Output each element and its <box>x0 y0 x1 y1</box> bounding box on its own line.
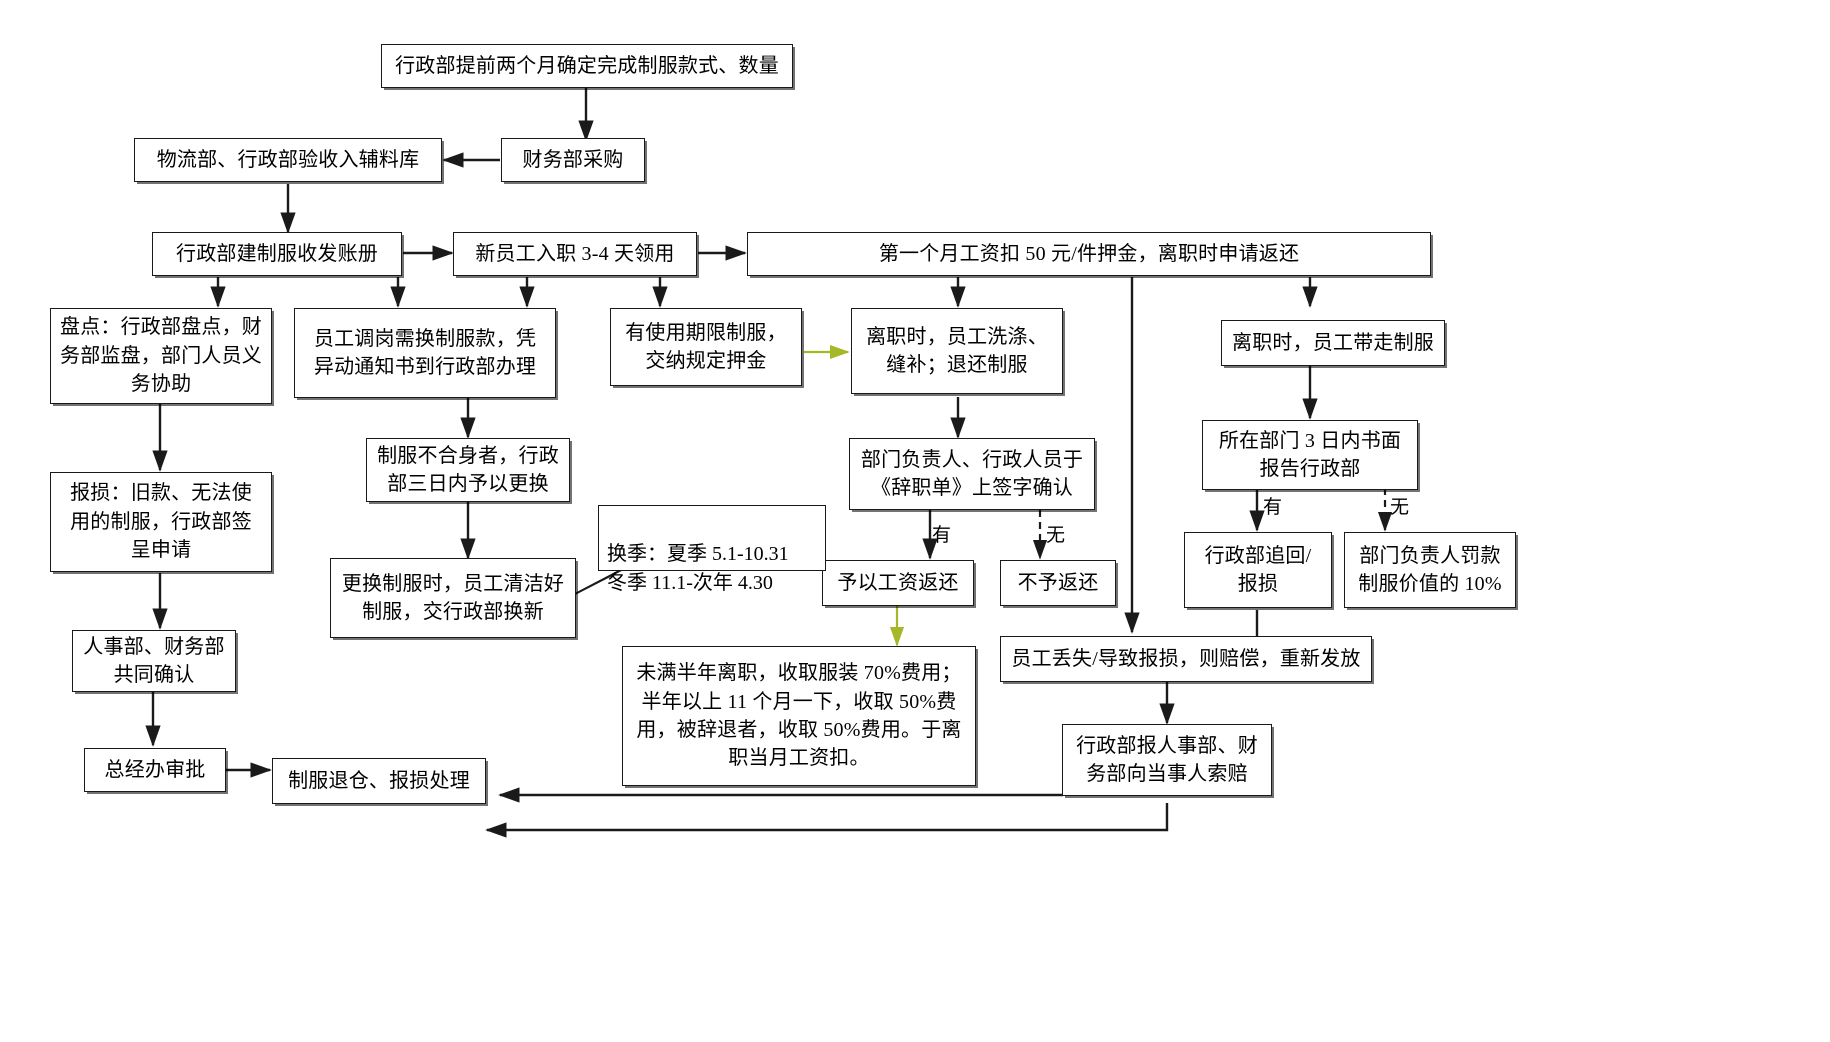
node-admin-determine-style[interactable]: 行政部提前两个月确定完成制服款式、数量 <box>381 44 793 88</box>
node-return-and-scrap[interactable]: 制服退仓、报损处理 <box>272 758 486 804</box>
node-dept-written-report[interactable]: 所在部门 3 日内书面 报告行政部 <box>1202 420 1418 490</box>
edge-label-wu-1: 无 <box>1046 525 1066 546</box>
edge-label-you-1: 有 <box>932 525 952 546</box>
node-admin-recover-scrap[interactable]: 行政部追回/ 报损 <box>1184 532 1332 608</box>
node-resign-fee-rules[interactable]: 未满半年离职，收取服装 70%费用； 半年以上 11 个月一下，收取 50%费 … <box>622 646 976 786</box>
node-resign-wash-repair[interactable]: 离职时，员工洗涤、 缝补；退还制服 <box>851 308 1063 394</box>
node-no-refund[interactable]: 不予返还 <box>1000 560 1116 606</box>
node-manager-penalty[interactable]: 部门负责人罚款 制服价值的 10% <box>1344 532 1516 608</box>
node-logistics-acceptance[interactable]: 物流部、行政部验收入辅料库 <box>134 138 442 182</box>
node-first-month-deposit[interactable]: 第一个月工资扣 50 元/件押金，离职时申请返还 <box>747 232 1431 276</box>
node-finance-purchase[interactable]: 财务部采购 <box>501 138 645 182</box>
node-limited-period-deposit[interactable]: 有使用期限制服， 交纳规定押金 <box>610 308 802 386</box>
node-admin-ledger[interactable]: 行政部建制服收发账册 <box>152 232 402 276</box>
node-scrap-application[interactable]: 报损：旧款、无法使 用的制服，行政部签 呈申请 <box>50 472 272 572</box>
node-loss-compensation[interactable]: 员工丢失/导致报损，则赔偿，重新发放 <box>1000 636 1372 682</box>
callout-season-change[interactable]: 换季：夏季 5.1-10.31 冬季 11.1-次年 4.30 <box>598 505 826 594</box>
node-admin-claim[interactable]: 行政部报人事部、财 务部向当事人索赔 <box>1062 724 1272 796</box>
edge-label-wu-2: 无 <box>1390 497 1410 518</box>
node-inventory-count[interactable]: 盘点：行政部盘点，财 务部监盘，部门人员义 务协助 <box>50 308 272 404</box>
node-new-employee-issue[interactable]: 新员工入职 3-4 天领用 <box>453 232 697 276</box>
node-resign-take-uniform[interactable]: 离职时，员工带走制服 <box>1221 320 1445 366</box>
node-misfit-replace[interactable]: 制服不合身者，行政 部三日内予以更换 <box>366 438 570 502</box>
edge-label-you-2: 有 <box>1263 497 1283 518</box>
node-hr-finance-confirm[interactable]: 人事部、财务部 共同确认 <box>72 630 236 692</box>
node-salary-refund[interactable]: 予以工资返还 <box>822 560 974 606</box>
node-gm-office-approval[interactable]: 总经办审批 <box>84 748 226 792</box>
node-transfer-exchange[interactable]: 员工调岗需换制服款，凭 异动通知书到行政部办理 <box>294 308 556 398</box>
node-clean-and-exchange[interactable]: 更换制服时，员工清洁好 制服，交行政部换新 <box>330 558 576 638</box>
node-resignation-form-sign[interactable]: 部门负责人、行政人员于 《辞职单》上签字确认 <box>849 438 1095 510</box>
